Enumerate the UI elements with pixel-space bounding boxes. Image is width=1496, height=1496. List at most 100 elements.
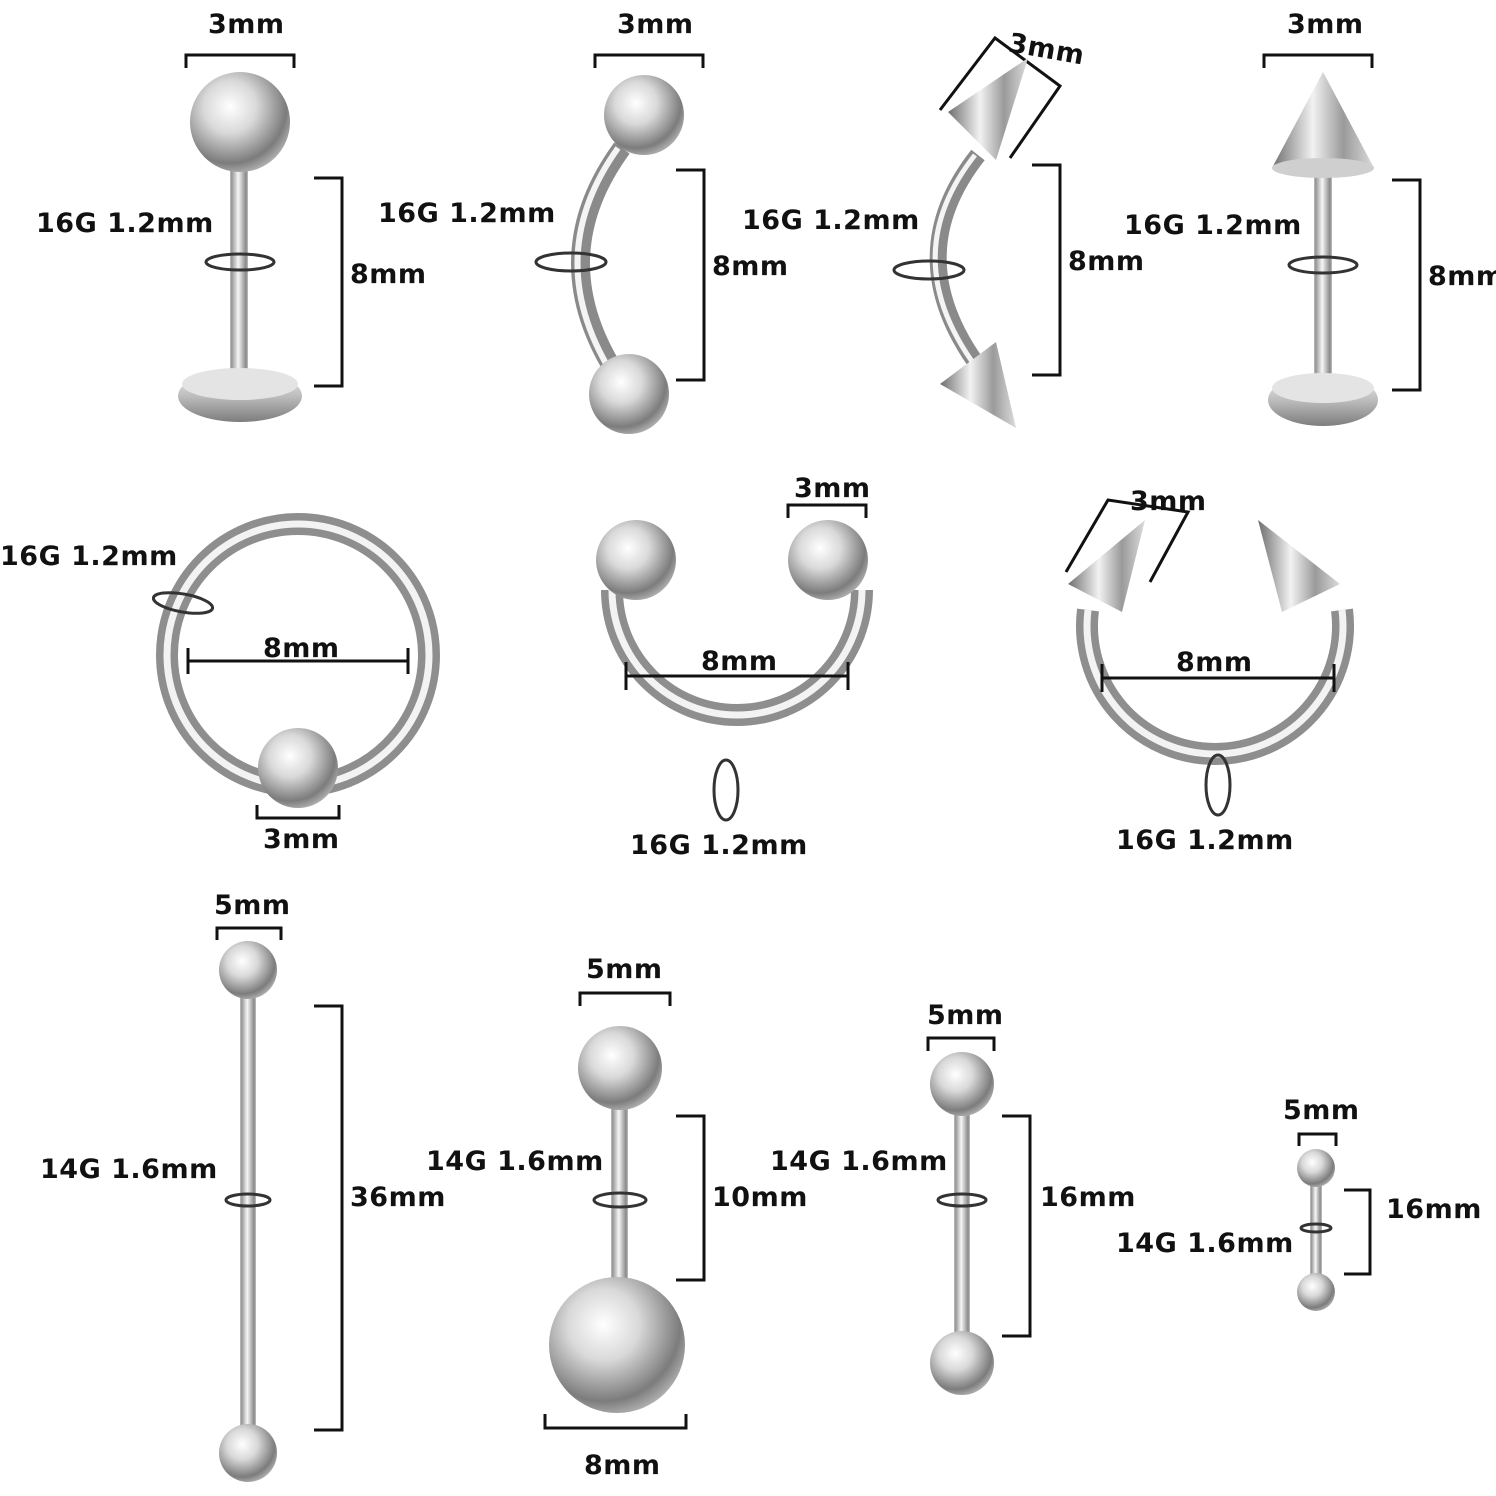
length-bracket <box>314 1004 344 1432</box>
ball-size-bracket <box>938 35 1063 159</box>
length-label: 8mm <box>1428 261 1496 292</box>
diameter-line <box>186 648 410 674</box>
gauge-label: 14G 1.6mm <box>426 1146 604 1177</box>
gauge-ring-icon <box>204 252 276 272</box>
item-belly-button-ring: 5mm 14G 1.6mm 10mm 8mm <box>426 954 808 1481</box>
length-bracket <box>1002 1114 1032 1338</box>
ball-icon <box>1297 1273 1335 1311</box>
ball-size-label: 3mm <box>794 473 871 504</box>
length-label: 16mm <box>1386 1194 1482 1225</box>
ball-icon <box>578 1026 662 1110</box>
bottom-ball-bracket <box>543 1414 688 1430</box>
diameter-line <box>624 662 850 690</box>
horseshoe-shaft <box>1076 608 1354 765</box>
gauge-ring-icon <box>892 259 966 281</box>
item-industrial-barbell: 5mm 14G 1.6mm 36mm <box>40 890 446 1482</box>
ball-size-bracket <box>1297 1132 1338 1146</box>
ball-size-bracket <box>786 503 868 518</box>
item-straight-barbell: 5mm 14G 1.6mm 16mm <box>770 1000 1136 1395</box>
spike-icon <box>1068 520 1145 612</box>
ball-icon <box>930 1331 994 1395</box>
barbell-shaft <box>240 984 256 1436</box>
ball-icon <box>190 72 290 172</box>
bead-size-bracket <box>255 805 341 820</box>
gauge-ring-icon <box>712 758 740 822</box>
gauge-label: 16G 1.2mm <box>630 830 808 861</box>
length-label: 36mm <box>350 1182 446 1213</box>
diameter-label: 8mm <box>263 633 340 664</box>
gauge-ring-icon <box>224 1192 272 1208</box>
ball-size-label: 5mm <box>214 890 291 921</box>
item-straight-barbell-small: 5mm 16mm 14G 1.6mm <box>1116 1095 1482 1311</box>
item-curved-barbell-ball: 3mm 16G 1.2mm 8mm <box>378 9 789 434</box>
gem-ball-icon <box>549 1277 685 1413</box>
ball-size-label: 5mm <box>586 954 663 985</box>
ball-size-label: 3mm <box>1130 486 1207 517</box>
item-captive-bead-ring: 16G 1.2mm 8mm 3mm <box>0 513 440 855</box>
spike-icon <box>948 58 1028 160</box>
ball-icon <box>219 941 277 999</box>
ball-size-bracket <box>215 926 283 940</box>
gauge-ring-icon <box>936 1192 988 1208</box>
ball-icon <box>788 520 868 600</box>
item-labret-spike: 3mm 16G 1.2mm 8mm <box>1124 9 1496 426</box>
length-label: 10mm <box>712 1182 808 1213</box>
spike-icon <box>1272 72 1374 168</box>
ball-size-label: 3mm <box>1287 9 1364 40</box>
gauge-label: 16G 1.2mm <box>36 208 214 239</box>
gauge-label: 14G 1.6mm <box>1116 1228 1294 1259</box>
ball-size-bracket <box>1262 53 1374 68</box>
ball-size-label: 3mm <box>617 9 694 40</box>
length-bracket <box>314 176 344 388</box>
length-bracket <box>1032 163 1062 377</box>
length-label: 8mm <box>1068 246 1145 277</box>
ball-icon <box>930 1052 994 1116</box>
item-curved-barbell-spike: 3mm 16G 1.2mm 8mm <box>742 28 1145 428</box>
barbell-shaft <box>1314 164 1332 396</box>
item-horseshoe-ball: 3mm 8mm 16G 1.2mm <box>596 473 873 861</box>
gauge-label: 16G 1.2mm <box>378 198 556 229</box>
bead-size-label: 3mm <box>263 824 340 855</box>
diameter-line <box>1100 664 1336 692</box>
ball-icon <box>1297 1149 1335 1187</box>
ball-size-label: 5mm <box>927 1000 1004 1031</box>
gauge-ring-icon <box>1287 255 1359 275</box>
ball-size-bracket <box>926 1036 996 1051</box>
ball-size-bracket <box>578 991 672 1006</box>
barbell-shaft <box>954 1099 970 1341</box>
length-label: 16mm <box>1040 1182 1136 1213</box>
curved-shaft <box>571 142 630 386</box>
item-horseshoe-spike: 3mm 8mm 16G 1.2mm <box>1064 486 1354 856</box>
gauge-label: 16G 1.2mm <box>0 541 178 572</box>
spike-icon <box>940 342 1016 428</box>
ball-size-bracket <box>184 53 296 68</box>
gauge-label: 16G 1.2mm <box>1124 210 1302 241</box>
barbell-shaft <box>230 139 248 381</box>
ball-size-label: 3mm <box>208 9 285 40</box>
gauge-label: 16G 1.2mm <box>742 205 920 236</box>
gauge-ring-icon <box>151 591 215 615</box>
ball-size-bracket <box>593 53 705 68</box>
length-bracket <box>1344 1188 1372 1276</box>
ball-icon <box>596 520 676 600</box>
gauge-label: 14G 1.6mm <box>40 1154 218 1185</box>
gauge-label: 14G 1.6mm <box>770 1146 948 1177</box>
ball-size-bracket <box>1064 498 1191 583</box>
bead-icon <box>258 728 338 808</box>
diameter-label: 8mm <box>1176 647 1253 678</box>
gauge-ring-icon <box>592 1191 648 1209</box>
ball-icon <box>219 1424 277 1482</box>
spike-icon <box>1258 520 1340 612</box>
length-label: 8mm <box>712 251 789 282</box>
length-bracket <box>676 168 706 382</box>
length-label: 8mm <box>350 259 427 290</box>
gauge-ring-icon <box>1299 1222 1333 1234</box>
ball-icon <box>604 75 684 155</box>
length-bracket <box>676 1114 706 1282</box>
length-bracket <box>1392 178 1422 392</box>
bottom-ball-label: 8mm <box>584 1450 661 1481</box>
diameter-label: 8mm <box>701 646 778 677</box>
gauge-ring-icon <box>534 251 608 273</box>
gauge-ring-icon <box>1204 753 1232 817</box>
